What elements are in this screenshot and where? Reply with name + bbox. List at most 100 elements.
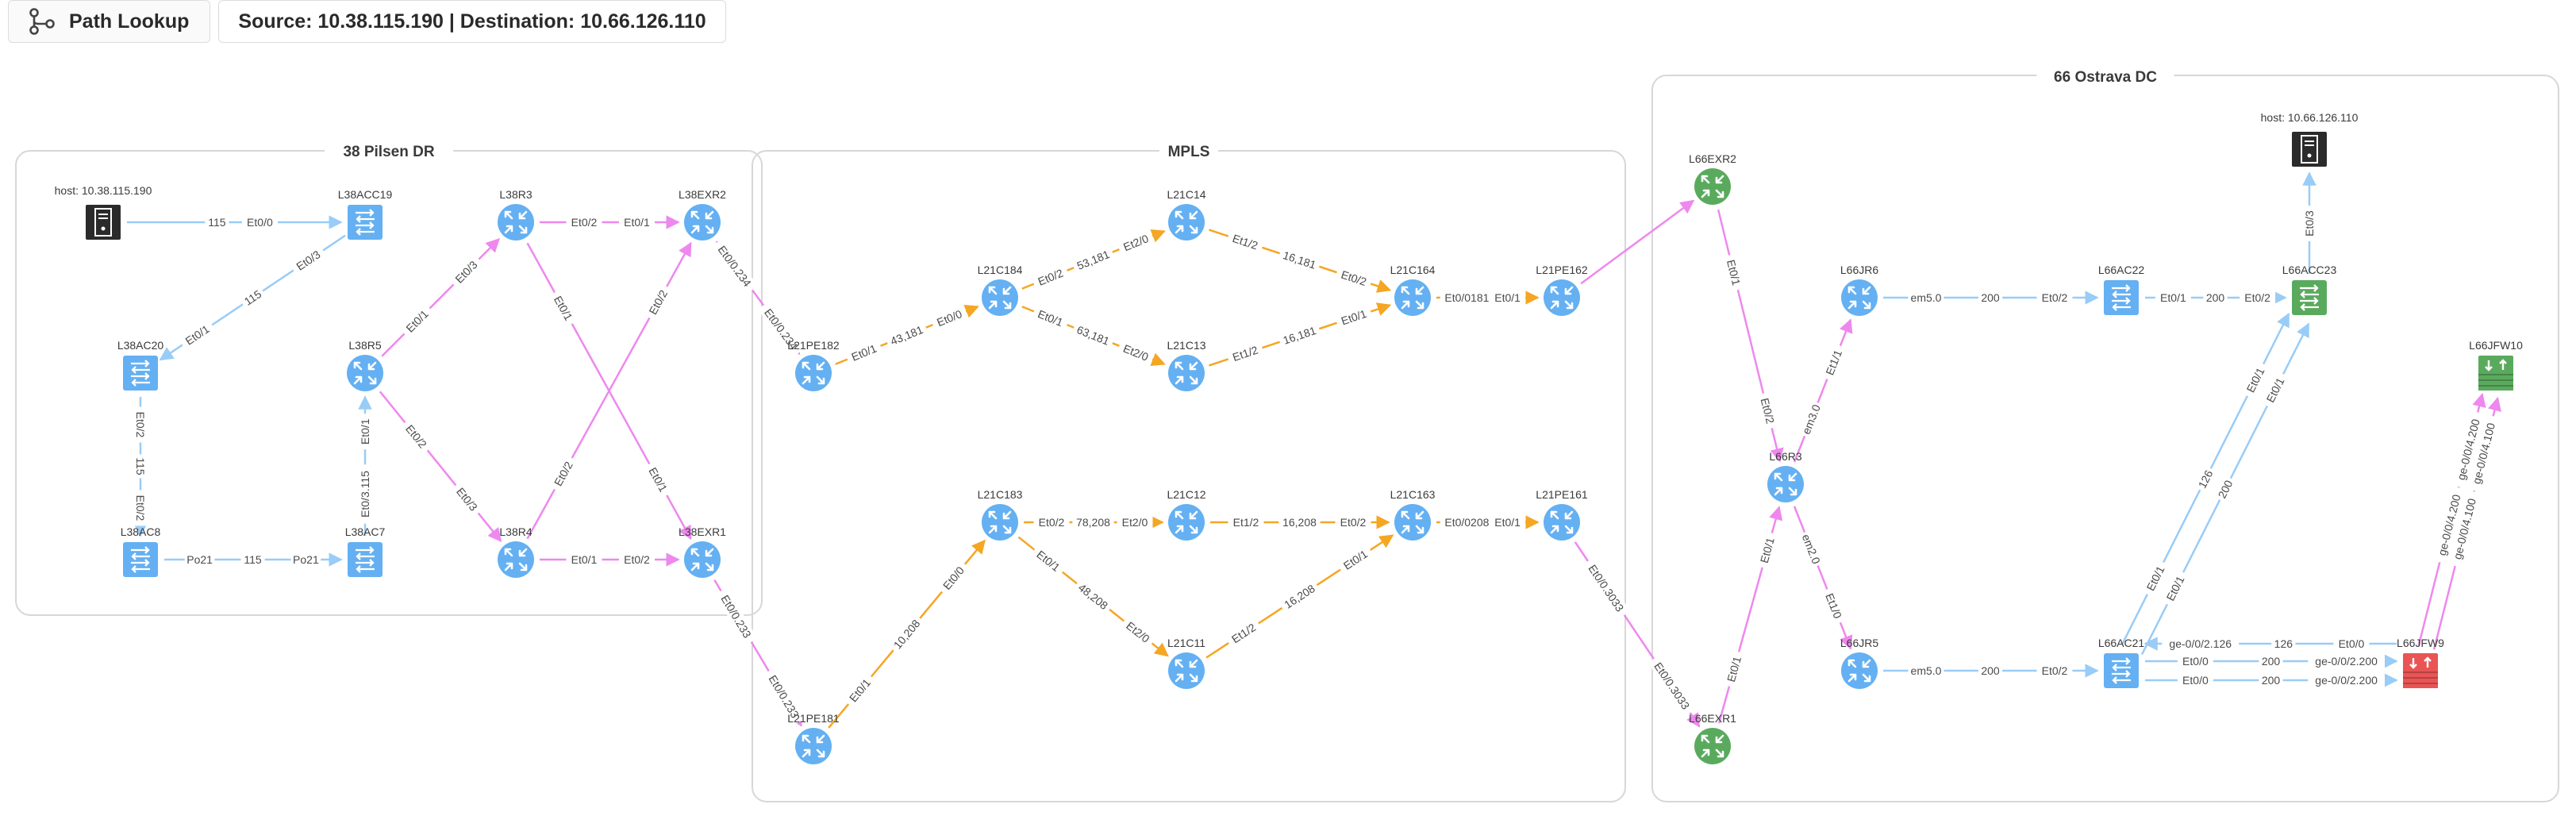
edge-label: 78,208 (1076, 516, 1110, 529)
node-L66ACC23[interactable]: L66ACC23 (2282, 264, 2337, 315)
edge-label: 16,208 (1282, 516, 1317, 529)
edge-label: em5.0 (1911, 664, 1942, 677)
edge-label: Et0/0 (2339, 637, 2365, 650)
edge-label: Et0/1 (646, 465, 670, 494)
node-L21C184[interactable]: L21C184 (978, 264, 1023, 316)
node-L21PE181[interactable]: L21PE181 (787, 712, 840, 764)
edge-label: Et0/2 (646, 287, 670, 317)
node-label: L21C183 (978, 488, 1023, 501)
node-host_dst[interactable]: host: 10.66.126.110 (2261, 111, 2359, 167)
edge-label: 53,181 (1075, 248, 1112, 272)
edge-label: Et1/2 (1233, 516, 1259, 529)
node-L38R5[interactable]: L38R5 (347, 339, 383, 391)
edge-label: 63,181 (1075, 323, 1112, 348)
node-L21PE162[interactable]: L21PE162 (1536, 264, 1588, 316)
edge-label: em2.0 (1800, 533, 1823, 566)
edge-label: 43,181 (889, 323, 925, 348)
node-label: L38EXR1 (679, 525, 726, 538)
router-icon (498, 541, 534, 578)
node-L21C183[interactable]: L21C183 (978, 488, 1023, 541)
node-label: L66ACC23 (2282, 264, 2337, 276)
node-L66JR5[interactable]: L66JR5 (1840, 637, 1878, 689)
router-icon (1767, 466, 1804, 502)
route-summary: Source: 10.38.115.190 | Destination: 10.… (218, 0, 726, 43)
switch-icon (123, 542, 158, 577)
node-L21C13[interactable]: L21C13 (1167, 339, 1206, 391)
node-label: L66EXR2 (1689, 152, 1736, 165)
server-icon (86, 205, 121, 240)
path-lookup-button[interactable]: Path Lookup (8, 0, 211, 43)
node-L66JFW9[interactable]: L66JFW9 (2397, 637, 2444, 688)
node-L66AC22[interactable]: L66AC22 (2098, 264, 2145, 315)
node-L38ACC19[interactable]: L38ACC19 (338, 188, 393, 240)
edge-label: 10,208 (891, 617, 923, 651)
node-L21C14[interactable]: L21C14 (1167, 188, 1206, 240)
edge-label: Et0/0.234 (716, 243, 755, 289)
route-label: Source: 10.38.115.190 | Destination: 10.… (238, 10, 706, 33)
node-L66JFW10[interactable]: L66JFW10 (2469, 339, 2523, 391)
node-L21PE182[interactable]: L21PE182 (787, 339, 840, 391)
edge-L66R3-L66JR6[interactable] (1793, 318, 1853, 463)
node-label: L21C12 (1167, 488, 1205, 501)
node-label: L66EXR1 (1689, 712, 1736, 725)
node-L38EXR1[interactable]: L38EXR1 (679, 525, 726, 578)
edge-label: 200 (1981, 291, 2000, 304)
router-icon (1544, 504, 1580, 541)
edge-label: Et0/2 (134, 495, 147, 521)
node-L38R3[interactable]: L38R3 (498, 188, 534, 240)
node-label: L38AC20 (117, 339, 164, 352)
edge-label: Et0/0 (2182, 655, 2209, 668)
node-label: L21C184 (978, 264, 1023, 276)
edge-L21PE162-L66EXR2[interactable] (1580, 199, 1695, 285)
router-icon (347, 355, 383, 391)
firewall-icon (2478, 356, 2513, 391)
router-icon (1394, 279, 1431, 316)
router-icon (498, 204, 534, 240)
node-L21C11[interactable]: L21C11 (1167, 637, 1205, 689)
node-L38AC7[interactable]: L38AC7 (345, 525, 386, 577)
node-label: L66AC21 (2098, 637, 2145, 649)
edge-label: Et0/3.115 (359, 471, 371, 518)
node-L21C164[interactable]: L21C164 (1390, 264, 1436, 316)
node-L38AC20[interactable]: L38AC20 (117, 339, 164, 391)
router-icon (1168, 652, 1205, 689)
router-icon (795, 728, 832, 764)
node-L38EXR2[interactable]: L38EXR2 (679, 188, 726, 240)
edge-L38R5-L38R3[interactable] (381, 237, 501, 357)
edge-label: Et0/0.233 (718, 593, 754, 641)
node-L66AC21[interactable]: L66AC21 (2098, 637, 2145, 688)
node-L66JR6[interactable]: L66JR6 (1840, 264, 1878, 316)
node-L66EXR2[interactable]: L66EXR2 (1689, 152, 1736, 205)
node-label: L21C164 (1390, 264, 1436, 276)
node-label: L38AC8 (121, 525, 161, 538)
edge-label: Et0/0 (2182, 674, 2209, 687)
app-title: Path Lookup (69, 10, 190, 33)
node-L38R4[interactable]: L38R4 (498, 525, 534, 578)
edge-label: Et0/1 (2243, 365, 2266, 394)
router-icon (1544, 279, 1580, 316)
node-label: L66JFW9 (2397, 637, 2444, 649)
edge-label: Po21 (293, 553, 319, 566)
router-icon (1168, 355, 1205, 391)
edge-L38R5-L38R4[interactable] (379, 391, 502, 543)
router-icon (1694, 168, 1731, 205)
edge-label: Et0/3 (2303, 210, 2316, 237)
node-L21PE161[interactable]: L21PE161 (1536, 488, 1588, 541)
node-L66R3[interactable]: L66R3 (1767, 450, 1804, 502)
node-L38AC8[interactable]: L38AC8 (121, 525, 161, 577)
node-L66EXR1[interactable]: L66EXR1 (1689, 712, 1736, 764)
node-L21C163[interactable]: L21C163 (1390, 488, 1436, 541)
edge-label: Et0/0 (247, 216, 273, 229)
node-label: L38ACC19 (338, 188, 393, 201)
edge-label: em3.0 (1800, 402, 1823, 436)
server-icon (2292, 132, 2327, 167)
edge-label: ge-0/0/2.126 (2169, 637, 2232, 650)
node-L21C12[interactable]: L21C12 (1167, 488, 1206, 541)
edge-L66R3-L66JR5[interactable] (1793, 506, 1853, 650)
edge-label: Et0/2 (571, 216, 598, 229)
node-host_src[interactable]: host: 10.38.115.190 (55, 184, 152, 240)
edge-label: Po21 (186, 553, 213, 566)
group-mpls-box (752, 150, 1626, 802)
edge-label: Et0/2 (2244, 291, 2270, 304)
router-icon (684, 204, 721, 240)
